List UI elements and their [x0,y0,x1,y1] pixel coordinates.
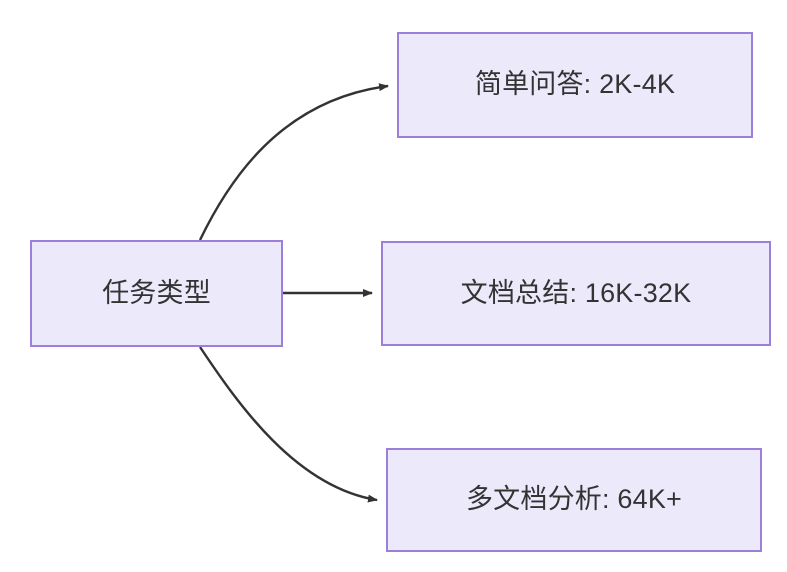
node-simple-qa[interactable]: 简单问答: 2K-4K [397,32,753,138]
node-document-summary-label: 文档总结: 16K-32K [460,277,692,308]
edge-source-to-multidoc [199,346,378,503]
node-simple-qa-label: 简单问答: 2K-4K [474,69,676,100]
node-task-type[interactable]: 任务类型 [30,240,283,347]
node-multi-document-analysis[interactable]: 多文档分析: 64K+ [386,448,762,552]
edge-source-to-simple [198,83,389,241]
node-task-type-label: 任务类型 [102,277,211,308]
node-document-summary[interactable]: 文档总结: 16K-32K [381,241,771,346]
node-multi-document-analysis-label: 多文档分析: 64K+ [465,484,682,515]
